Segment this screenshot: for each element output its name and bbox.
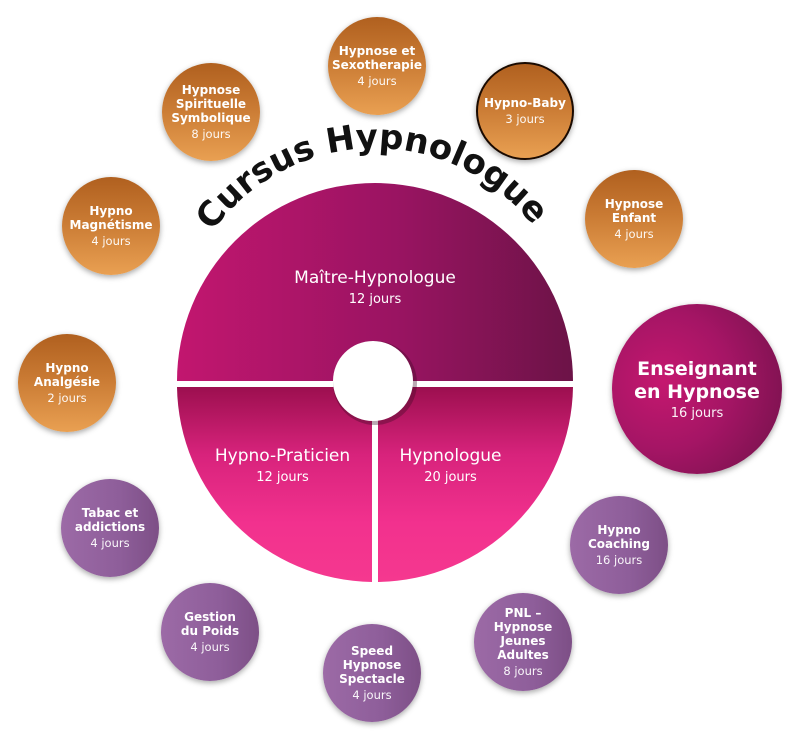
- module-name: Hypnose Spirituelle Symbolique: [171, 82, 251, 125]
- module-duration: 8 jours: [503, 663, 543, 678]
- module-gestion-du-poids[interactable]: Gestion du Poids 4 jours: [161, 583, 259, 681]
- module-duration: 2 jours: [47, 390, 87, 405]
- module-name: Hypno Coaching: [587, 522, 651, 551]
- segment-duration: 12 jours: [256, 470, 309, 485]
- segment-label-top: Maître-Hypnologue 12 jours: [230, 268, 520, 308]
- module-hypnose-enfant[interactable]: Hypnose Enfant 4 jours: [585, 170, 683, 268]
- module-duration: 8 jours: [191, 126, 231, 141]
- module-duration: 4 jours: [614, 226, 654, 241]
- segment-name: Hypnologue: [399, 446, 502, 466]
- module-duration: 16 jours: [595, 552, 643, 567]
- module-name: Hypnose Enfant: [604, 196, 664, 225]
- module-duration: 16 jours: [670, 405, 724, 421]
- module-duration: 4 jours: [190, 639, 230, 654]
- module-name: Hypnose et Sexotherapie: [331, 43, 423, 72]
- module-hypno-magnetisme[interactable]: Hypno Magnétisme 4 jours: [62, 177, 160, 275]
- module-hypnose-sexotherapie[interactable]: Hypnose et Sexotherapie 4 jours: [328, 17, 426, 115]
- module-name: Hypno-Baby: [484, 95, 566, 110]
- module-duration: 3 jours: [505, 111, 545, 126]
- module-name: Hypno Analgésie: [33, 360, 101, 389]
- segment-hypno-praticien[interactable]: [177, 387, 372, 582]
- module-name: Hypno Magnétisme: [69, 203, 153, 232]
- module-hypno-coaching[interactable]: Hypno Coaching 16 jours: [570, 496, 668, 594]
- module-enseignant-en-hypnose[interactable]: Enseignant en Hypnose 16 jours: [612, 304, 782, 474]
- module-name: Gestion du Poids: [180, 609, 240, 638]
- module-duration: 4 jours: [357, 73, 397, 88]
- segment-hypnologue[interactable]: [378, 387, 573, 582]
- segment-maitre-hypnologue[interactable]: [177, 183, 573, 381]
- module-hypnose-spirituelle-symbolique[interactable]: Hypnose Spirituelle Symbolique 8 jours: [162, 63, 260, 161]
- center-hole: [333, 341, 413, 421]
- module-tabac-addictions[interactable]: Tabac et addictions 4 jours: [61, 479, 159, 577]
- module-name: PNL – Hypnose Jeunes Adultes: [493, 605, 553, 662]
- segment-label-bottom-left: Hypno-Praticien 12 jours: [190, 446, 375, 486]
- segment-name: Hypno-Praticien: [214, 446, 351, 466]
- module-duration: 4 jours: [352, 687, 392, 702]
- module-hypno-analgesie[interactable]: Hypno Analgésie 2 jours: [18, 334, 116, 432]
- segment-label-bottom-right: Hypnologue 20 jours: [378, 446, 523, 486]
- module-hypno-baby[interactable]: Hypno-Baby 3 jours: [476, 62, 574, 160]
- segment-name: Maître-Hypnologue: [294, 268, 456, 288]
- segment-duration: 20 jours: [424, 470, 477, 485]
- module-speed-hypnose-spectacle[interactable]: Speed Hypnose Spectacle 4 jours: [323, 624, 421, 722]
- module-duration: 4 jours: [91, 233, 131, 248]
- module-pnl-hypnose-jeunes-adultes[interactable]: PNL – Hypnose Jeunes Adultes 8 jours: [474, 593, 572, 691]
- module-duration: 4 jours: [90, 535, 130, 550]
- segment-duration: 12 jours: [348, 292, 402, 307]
- module-name: Enseignant en Hypnose: [634, 357, 760, 403]
- module-name: Speed Hypnose Spectacle: [339, 643, 405, 686]
- module-name: Tabac et addictions: [74, 505, 146, 534]
